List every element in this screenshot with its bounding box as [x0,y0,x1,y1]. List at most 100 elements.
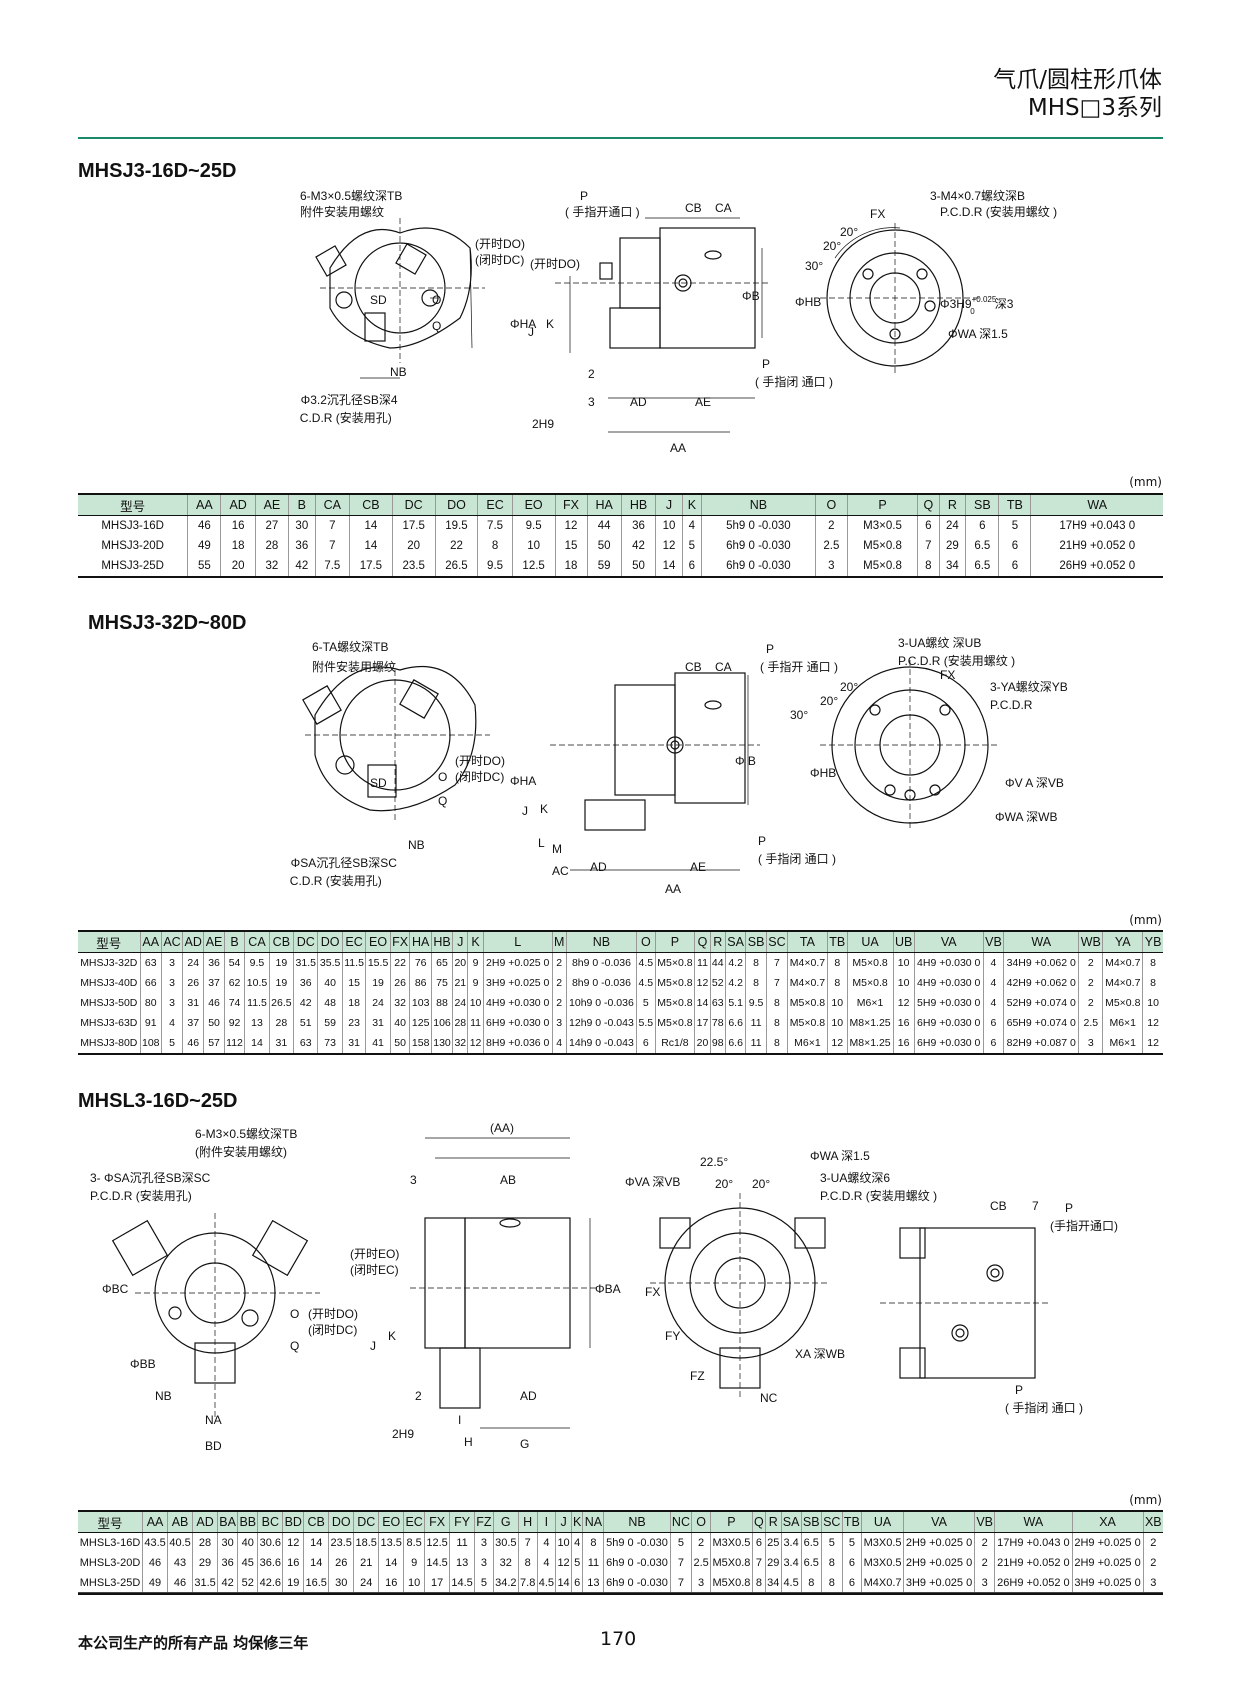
table-cell: 6.5 [800,1532,822,1553]
table-header-cell: VB [974,1510,995,1533]
table-cell: 2H9 +0.025 0 [903,1532,975,1553]
table-header-cell: CA [314,493,350,516]
table-cell: 21H9 +0.052 0 [1030,536,1163,556]
table-cell: 17.5 [391,515,436,536]
table-header-cell: R [764,1510,782,1533]
table-cell: 14 [244,1033,270,1055]
table-cell: 3 [474,1532,494,1553]
table-cell: MHSJ3-40D [80,977,138,989]
table-cell: 9.5 [745,993,767,1013]
label-xa: XA 深WB [795,1347,845,1361]
table-cell: 51 [293,1013,318,1033]
table-cell: 34H9 +0.062 0 [1003,952,1079,973]
table-cell: MHSL3-20D [79,1557,141,1569]
table-cell: 8 [751,1573,766,1595]
table-cell: 6.6 [724,1033,746,1055]
table-header-cell: SA [724,930,746,953]
table-cell: 11 [449,1532,475,1553]
table-cell: M5×0.8 [654,1013,695,1033]
label-ha: ΦHA [510,774,536,788]
table-header-cell: TB [826,930,848,953]
label-thread: 6-M3×0.5螺纹深TB [300,189,402,203]
label-q: Q [290,1339,299,1353]
table-cell: 26H9 +0.052 0 [994,1573,1073,1595]
table-cell: 46 [203,993,225,1013]
table-cell: 74 [223,993,245,1013]
table-cell: 42 [217,1573,238,1595]
label-k: K [540,802,548,816]
table-cell: 26 [182,973,204,993]
table-cell: 7.5 [314,556,350,578]
table-cell: 52H9 +0.074 0 [1003,993,1079,1013]
table-cell: 63 [293,1033,318,1055]
table-header-cell: FX [554,493,588,516]
table-cell: 10 [1142,993,1163,1013]
table-cell: 29 [192,1553,218,1573]
table-cell: 9.5 [244,952,270,973]
table-cell: 26H9 +0.052 0 [1030,556,1163,578]
table-header-cell: R [709,930,726,953]
table-cell: 28 [192,1532,218,1553]
table-cell: 31 [365,1013,391,1033]
table-cell: 8h9 0 -0.036 [565,973,637,993]
table-cell: 24 [182,952,204,973]
table-cell: 15 [341,973,366,993]
label-two: 2 [415,1389,422,1403]
table-cell: M6×1 [846,993,894,1013]
table-cell: 17.5 [348,556,393,578]
table-cell: 19 [365,973,391,993]
table-cell: 4 [681,515,702,536]
table-cell: 14 [303,1553,329,1573]
table-cell: M6×1 [1102,1033,1143,1055]
table-cell: 17H9 +0.043 0 [1030,515,1163,536]
table-cell: 4.2 [724,973,746,993]
table-cell: 4 [982,973,1004,993]
table-cell: 2 [1078,973,1103,993]
table-cell: 42 [288,556,316,578]
table-header-cell: B [288,493,316,516]
label-ba: ΦBA [595,1282,621,1296]
label-do: (开时DO) [475,237,525,251]
table-cell: 2H9 +0.025 0 [903,1553,975,1573]
label-ec: (闭时EC) [350,1263,399,1277]
label-three: 3 [588,395,595,409]
label-20b: 20° [752,1177,770,1191]
label-bc: ΦBC [102,1282,129,1296]
table-cell: 50 [389,1033,410,1055]
label-p-open: P [1065,1201,1073,1215]
table-cell: MHSL3-16D [79,1537,141,1549]
table-cell: M6×1 [1102,1013,1143,1033]
table-cell: 5 [570,1553,583,1573]
table-cell: M3X0.5 [709,1532,753,1553]
table-cell: 36 [293,973,318,993]
label-fx: FX [645,1285,660,1299]
table-cell: M5X0.8 [709,1553,753,1573]
table-cell: 42 [293,993,318,1013]
table-header-cell: TB [841,1510,862,1533]
table-cell: 12 [892,993,915,1013]
table-cell: 65 [430,952,453,973]
table-cell: 4 [536,1532,556,1553]
table-cell: 28 [268,1013,294,1033]
table-cell: 5H9 +0.030 0 [913,993,984,1013]
table-cell: 2 [691,1532,711,1553]
label-cb: CB [990,1199,1007,1213]
table-cell: 17H9 +0.043 0 [994,1532,1073,1553]
table-cell: 11 [745,1013,767,1033]
label-20a: 20° [820,694,838,708]
table-cell: 14 [303,1532,329,1553]
table-cell: 8 [765,1013,788,1033]
table-cell: 63 [709,993,726,1013]
table-cell: M4×0.7 [787,973,828,993]
table-header-cell: SC [820,1510,843,1533]
table-header-cell: NA [582,1510,604,1533]
table-cell: 26 [389,973,410,993]
table-cell: 20 [391,536,436,556]
table-cell: 52 [709,973,726,993]
table-header-cell: P [846,493,918,516]
